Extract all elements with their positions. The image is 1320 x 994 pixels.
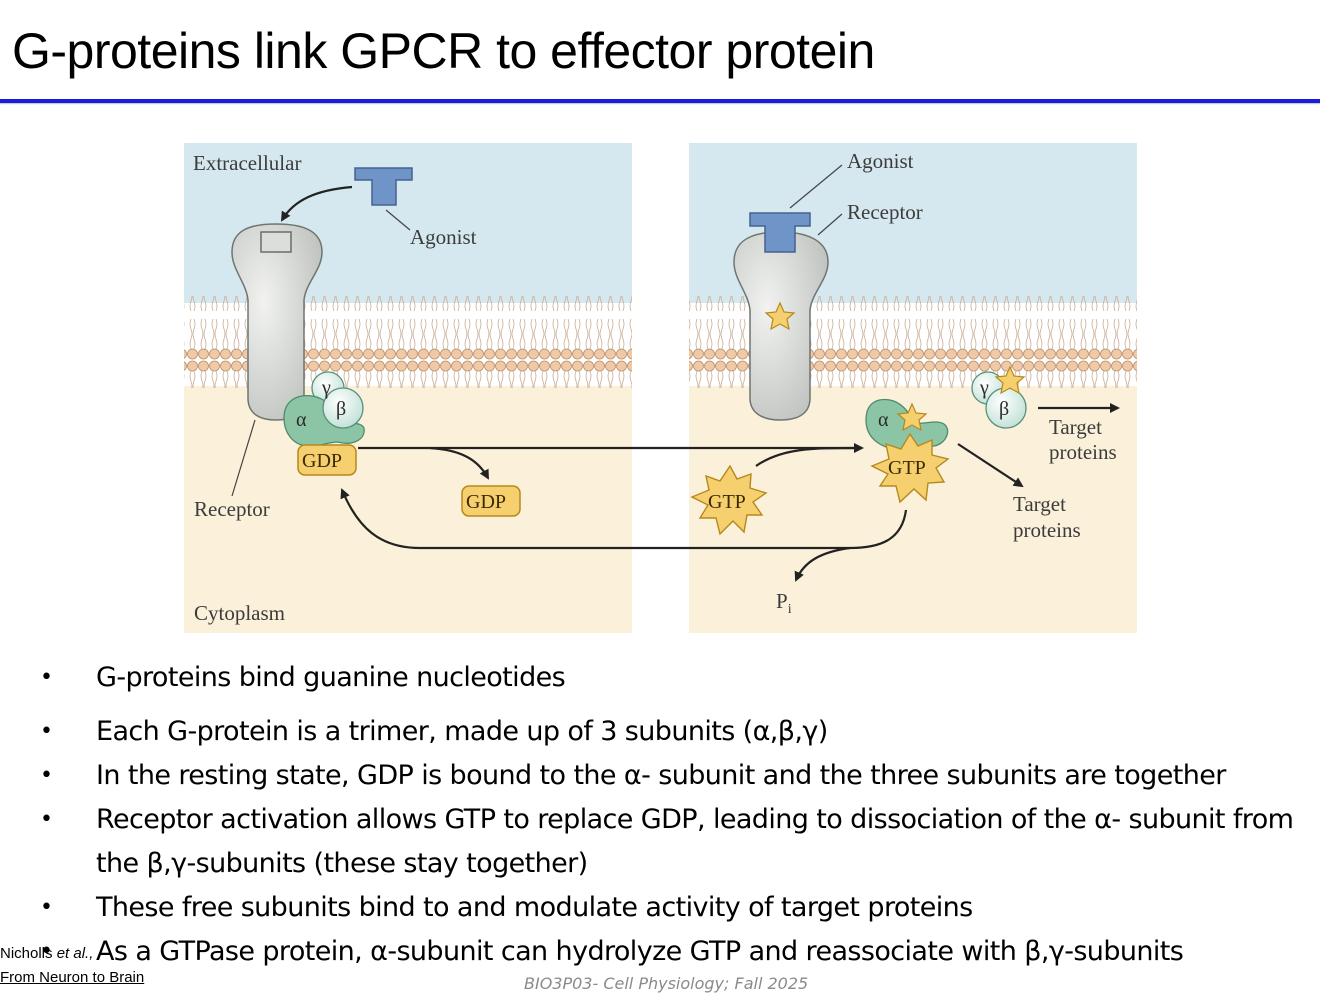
- pi-label: Pi: [776, 589, 792, 617]
- course-footer: BIO3P03- Cell Physiology; Fall 2025: [524, 974, 809, 993]
- bound-gtp-label: GTP: [888, 457, 926, 479]
- citation: Nicholls et al., From Neuron to Brain: [0, 942, 144, 990]
- title-rule: [0, 99, 1320, 103]
- left-gdp-released-badge: [461, 485, 521, 517]
- right-beta-label: β: [999, 398, 1009, 420]
- free-gtp-burst: [690, 464, 768, 536]
- pi-release-arrow: [794, 546, 851, 582]
- left-panel: [184, 143, 632, 633]
- target-proteins-1-line2: proteins: [1049, 440, 1117, 464]
- left-beta-subunit: [322, 387, 364, 429]
- bullet-item: Each G-protein is a trimer, made up of 3…: [36, 710, 1320, 754]
- target-proteins-1-line1: Target: [1049, 415, 1102, 439]
- right-gamma-label: γ: [979, 377, 989, 399]
- left-beta-label: β: [336, 398, 346, 420]
- left-cytoplasm-region: [184, 386, 632, 633]
- left-receptor-label: Receptor: [194, 497, 270, 521]
- bullet-item: Receptor activation allows GTP to replac…: [36, 798, 1316, 886]
- target-proteins-2-line1: Target: [1013, 492, 1066, 516]
- left-gamma-label: γ: [321, 377, 331, 399]
- bullet-item: In the resting state, GDP is bound to th…: [36, 754, 1320, 798]
- activation-star: [764, 301, 796, 331]
- beta-gamma-activation-star: [994, 365, 1026, 395]
- left-binding-site: [260, 231, 292, 253]
- bullet-item: As a GTPase protein, α-subunit can hydro…: [36, 930, 1320, 974]
- citation-author: Nicholls: [0, 945, 57, 962]
- right-receptor-leader: [817, 213, 843, 236]
- alpha-activation-star: [896, 402, 928, 432]
- bullet-list: G-proteins bind guanine nucleotides Each…: [36, 656, 1320, 974]
- pi-main: P: [776, 589, 788, 613]
- cytoplasm-label: Cytoplasm: [194, 601, 285, 625]
- citation-authors: Nicholls et al.,: [0, 942, 144, 966]
- hydrolysis-return-arrow: [340, 488, 908, 550]
- right-receptor-label: Receptor: [847, 200, 923, 224]
- right-alpha-label: α: [878, 409, 889, 431]
- citation-book-link[interactable]: From Neuron to Brain: [0, 969, 145, 986]
- slide-title: G-proteins link GPCR to effector protein: [12, 23, 875, 79]
- left-gdp-bound-badge: [297, 444, 357, 476]
- left-alpha-label: α: [296, 409, 307, 431]
- right-agonist-leader: [789, 164, 843, 209]
- agonist-binding-arrow: [280, 185, 353, 222]
- extracellular-label: Extracellular: [193, 151, 301, 175]
- left-receptor: [231, 223, 323, 421]
- left-agonist-leader: [385, 209, 411, 231]
- citation-etal: et al.,: [56, 945, 94, 962]
- left-receptor-leader: [231, 419, 256, 497]
- bullet-item: G-proteins bind guanine nucleotides: [36, 656, 1320, 700]
- pi-subscript: i: [788, 602, 792, 617]
- bullet-item: These free subunits bind to and modulate…: [36, 886, 1320, 930]
- left-gdp-released-label: GDP: [466, 491, 506, 513]
- free-gtp-label: GTP: [708, 491, 746, 513]
- right-agonist-label: Agonist: [847, 149, 914, 173]
- left-gdp-bound-label: GDP: [302, 450, 342, 472]
- left-agonist-label: Agonist: [410, 225, 477, 249]
- right-bound-agonist-shape: [749, 212, 811, 253]
- target-proteins-2-line2: proteins: [1013, 518, 1081, 542]
- left-agonist-shape: [354, 167, 413, 206]
- right-panel: [689, 143, 1137, 633]
- alpha-target-arrow: [957, 443, 1024, 488]
- bound-gtp-burst: [870, 432, 950, 504]
